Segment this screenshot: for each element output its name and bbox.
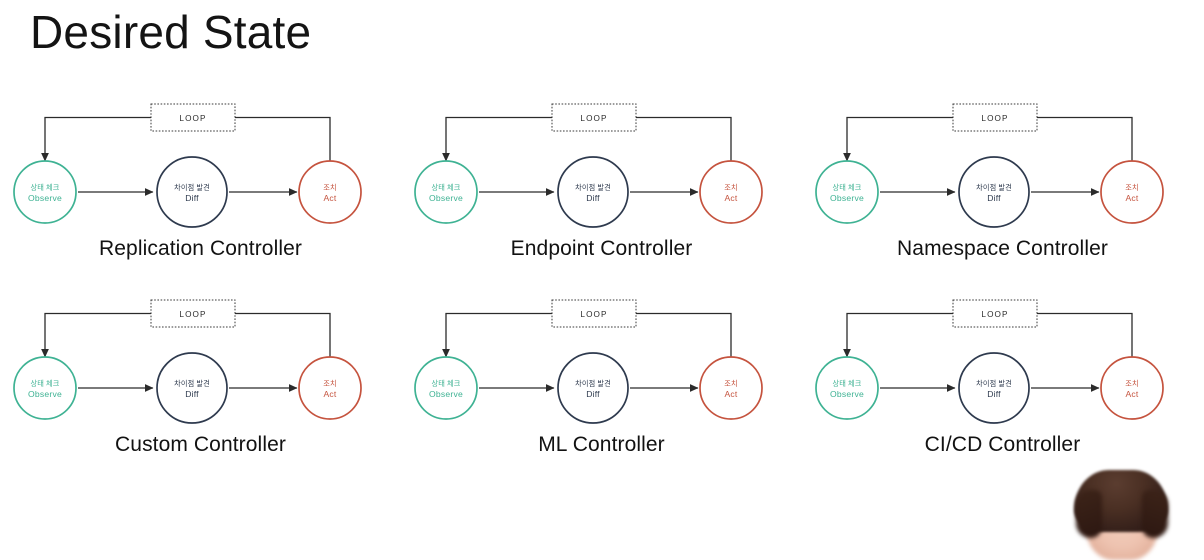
control-loop-diagram: LOOP 상태 체크 Observe 차이점 발견 Diff 조치 Act (13, 299, 362, 424)
node-observe-label-en: Observe (28, 193, 62, 203)
loop-feed-line (636, 312, 732, 357)
node-observe-label-ko: 상태 체크 (31, 183, 60, 192)
node-act-label-ko: 조치 (323, 379, 336, 388)
node-act[interactable] (298, 356, 362, 420)
node-diff-label-en: Diff (586, 389, 600, 399)
node-diff-label-ko: 차이점 발견 (174, 183, 210, 192)
node-act[interactable] (699, 356, 763, 420)
node-act-label-en: Act (1125, 389, 1138, 399)
node-diff-label-ko: 차이점 발견 (174, 379, 210, 388)
node-act-label-en: Act (323, 193, 336, 203)
loop-return-arrow (442, 116, 552, 162)
loop-feed-line (1037, 116, 1133, 161)
controller-panel: LOOP 상태 체크 Observe 차이점 발견 Diff 조치 Act Cu… (0, 291, 401, 487)
node-observe[interactable] (815, 160, 879, 224)
panel-caption: Replication Controller (99, 237, 302, 260)
node-act-label-en: Act (724, 389, 737, 399)
node-diff-label-en: Diff (185, 193, 199, 203)
controller-panel: LOOP 상태 체크 Observe 차이점 발견 Diff 조치 Act ML… (401, 291, 802, 487)
node-observe-label-ko: 상태 체크 (432, 183, 461, 192)
node-observe-label-en: Observe (429, 389, 463, 399)
controller-panel: LOOP 상태 체크 Observe 차이점 발견 Diff 조치 Act En… (401, 95, 802, 291)
node-act-label-ko: 조치 (724, 183, 737, 192)
node-observe-label-en: Observe (28, 389, 62, 399)
controller-panel: LOOP 상태 체크 Observe 차이점 발견 Diff 조치 Act Na… (802, 95, 1203, 291)
control-loop-diagram: LOOP 상태 체크 Observe 차이점 발견 Diff 조치 Act (815, 103, 1164, 228)
loop-box (551, 299, 637, 328)
loop-box-label: LOOP (179, 310, 206, 319)
node-diff-label-en: Diff (987, 193, 1001, 203)
node-act-label-ko: 조치 (1125, 379, 1138, 388)
loop-feed-line (1037, 312, 1133, 357)
node-act-label-ko: 조치 (1125, 183, 1138, 192)
presenter-face (1086, 504, 1158, 560)
panel-caption: Endpoint Controller (510, 237, 693, 260)
panel-caption: ML Controller (538, 433, 665, 456)
node-act-label-ko: 조치 (323, 183, 336, 192)
loop-box-label: LOOP (179, 114, 206, 123)
loop-box-label: LOOP (580, 310, 607, 319)
node-diff-label-ko: 차이점 발견 (976, 183, 1012, 192)
node-observe[interactable] (815, 356, 879, 420)
control-loop-diagram: LOOP 상태 체크 Observe 차이점 발견 Diff 조치 Act (414, 299, 763, 424)
control-loop-diagram: LOOP 상태 체크 Observe 차이점 발견 Diff 조치 Act (414, 103, 763, 228)
loop-return-arrow (843, 312, 953, 358)
controller-panel: LOOP 상태 체크 Observe 차이점 발견 Diff 조치 Act Re… (0, 95, 401, 291)
loop-return-arrow (41, 312, 151, 358)
node-act[interactable] (298, 160, 362, 224)
node-observe-label-ko: 상태 체크 (31, 379, 60, 388)
node-diff[interactable] (958, 352, 1030, 424)
presenter-hair-right (1142, 490, 1168, 538)
presenter-hair-left (1076, 490, 1102, 538)
node-observe[interactable] (13, 356, 77, 420)
loop-box-label: LOOP (580, 114, 607, 123)
node-observe-label-en: Observe (830, 389, 864, 399)
loop-return-arrow (41, 116, 151, 162)
node-observe-label-en: Observe (830, 193, 864, 203)
loop-box (551, 103, 637, 132)
panel-caption: Namespace Controller (897, 237, 1108, 260)
node-diff-label-ko: 차이점 발견 (575, 183, 611, 192)
loop-box-label: LOOP (981, 114, 1008, 123)
node-act-label-en: Act (1125, 193, 1138, 203)
node-diff-label-ko: 차이점 발견 (575, 379, 611, 388)
node-observe[interactable] (414, 356, 478, 420)
loop-feed-line (636, 116, 732, 161)
node-observe[interactable] (13, 160, 77, 224)
node-diff[interactable] (156, 352, 228, 424)
loop-box (952, 103, 1038, 132)
node-diff[interactable] (156, 156, 228, 228)
loop-return-arrow (442, 312, 552, 358)
controller-diagram-grid: LOOP 상태 체크 Observe 차이점 발견 Diff 조치 Act Re… (0, 95, 1204, 487)
node-act-label-en: Act (323, 389, 336, 399)
node-act[interactable] (1100, 356, 1164, 420)
page-title: Desired State (30, 6, 312, 58)
control-loop-diagram: LOOP 상태 체크 Observe 차이점 발견 Diff 조치 Act (815, 299, 1164, 424)
node-act[interactable] (1100, 160, 1164, 224)
loop-box-label: LOOP (981, 310, 1008, 319)
node-observe[interactable] (414, 160, 478, 224)
node-observe-label-ko: 상태 체크 (833, 379, 862, 388)
node-observe-label-en: Observe (429, 193, 463, 203)
node-diff-label-en: Diff (987, 389, 1001, 399)
node-act-label-en: Act (724, 193, 737, 203)
control-loop-diagram: LOOP 상태 체크 Observe 차이점 발견 Diff 조치 Act (13, 103, 362, 228)
panel-caption: Custom Controller (115, 433, 286, 456)
node-diff-label-en: Diff (586, 193, 600, 203)
node-act-label-ko: 조치 (724, 379, 737, 388)
controller-panel: LOOP 상태 체크 Observe 차이점 발견 Diff 조치 Act CI… (802, 291, 1203, 487)
node-act[interactable] (699, 160, 763, 224)
node-diff[interactable] (958, 156, 1030, 228)
loop-feed-line (235, 312, 331, 357)
panel-caption: CI/CD Controller (924, 433, 1081, 456)
loop-feed-line (235, 116, 331, 161)
node-diff-label-ko: 차이점 발견 (976, 379, 1012, 388)
node-observe-label-ko: 상태 체크 (833, 183, 862, 192)
node-observe-label-ko: 상태 체크 (432, 379, 461, 388)
node-diff[interactable] (557, 156, 629, 228)
node-diff[interactable] (557, 352, 629, 424)
loop-return-arrow (843, 116, 953, 162)
node-diff-label-en: Diff (185, 389, 199, 399)
